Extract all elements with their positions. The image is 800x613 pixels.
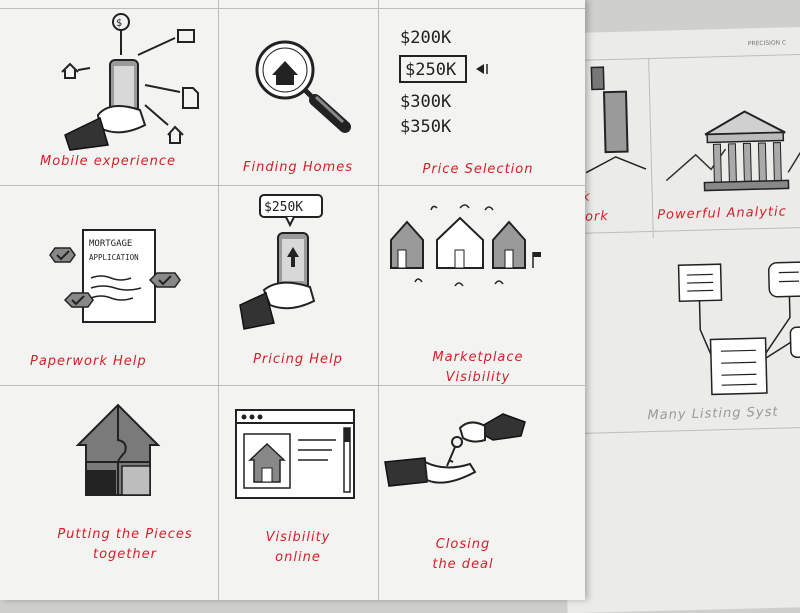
sheet-rule — [0, 185, 585, 186]
doc-title: MORTGAGE — [89, 239, 132, 249]
price-label-200: $200K — [400, 28, 452, 48]
price-option[interactable]: $350K — [400, 115, 480, 141]
buildings-sketch — [585, 66, 647, 174]
puzzle-house-icon — [75, 403, 161, 496]
listing-system-diagram — [677, 261, 800, 396]
doc-subtitle: APPLICATION — [89, 253, 139, 262]
mobile-phone-hand-icon: $ — [61, 13, 199, 151]
browser-window-icon — [235, 409, 355, 499]
main-sheet: $ Mobile experience Finding Homes $200K … — [0, 0, 585, 600]
sheet-rule — [553, 53, 800, 62]
caption-closing: Closing the deal — [432, 537, 494, 572]
houses-icon — [390, 204, 541, 287]
caption-paperwork: Paperwork Help — [30, 354, 147, 369]
sheet-rule — [0, 8, 585, 9]
sheet-header: PRECISION C — [747, 39, 787, 48]
key-icon — [451, 436, 463, 448]
sheet-rule — [562, 426, 800, 435]
pointer-icon — [476, 64, 484, 74]
bubble-price: $250K — [264, 200, 303, 215]
price-label-250: $250K — [405, 60, 457, 80]
caption-listing: Many Listing Syst — [647, 404, 779, 424]
phone-price-bubble-icon: $250K — [239, 194, 323, 330]
caption-marketplace: Marketplace Visibility — [432, 350, 524, 385]
price-label-300: $300K — [400, 92, 452, 112]
checkmark-bubble-icon — [148, 272, 181, 288]
price-option[interactable]: $300K — [400, 90, 480, 116]
sheet-rule — [0, 385, 585, 386]
caption-price: Price Selection — [422, 162, 534, 177]
magnifier-house-icon — [255, 40, 351, 133]
bank-icon — [665, 110, 800, 192]
caption-pieces: Putting the Pieces together — [57, 527, 193, 562]
dollar-icon: $ — [116, 18, 122, 29]
price-option[interactable]: $200K — [400, 26, 480, 52]
sheet-rule — [218, 0, 219, 600]
checkmark-bubble-icon — [49, 247, 76, 263]
caption-mobile: Mobile experience — [40, 154, 177, 169]
right-sheet: PRECISION C ork twork Powerful Analytic … — [552, 26, 800, 613]
price-option-selected[interactable]: $250K — [399, 55, 500, 90]
key-handoff-icon — [384, 413, 526, 487]
caption-online: Visibility online — [265, 530, 331, 565]
sheet-rule — [378, 0, 379, 600]
sheet-rule — [557, 226, 800, 235]
caption-pricing: Pricing Help — [253, 352, 343, 367]
price-label-350: $350K — [400, 117, 452, 137]
caption-analytics: Powerful Analytic — [657, 204, 787, 223]
arrow-up-icon — [287, 247, 299, 267]
caption-finding: Finding Homes — [243, 160, 353, 175]
mortgage-document-icon: MORTGAGE APPLICATION — [49, 229, 181, 323]
